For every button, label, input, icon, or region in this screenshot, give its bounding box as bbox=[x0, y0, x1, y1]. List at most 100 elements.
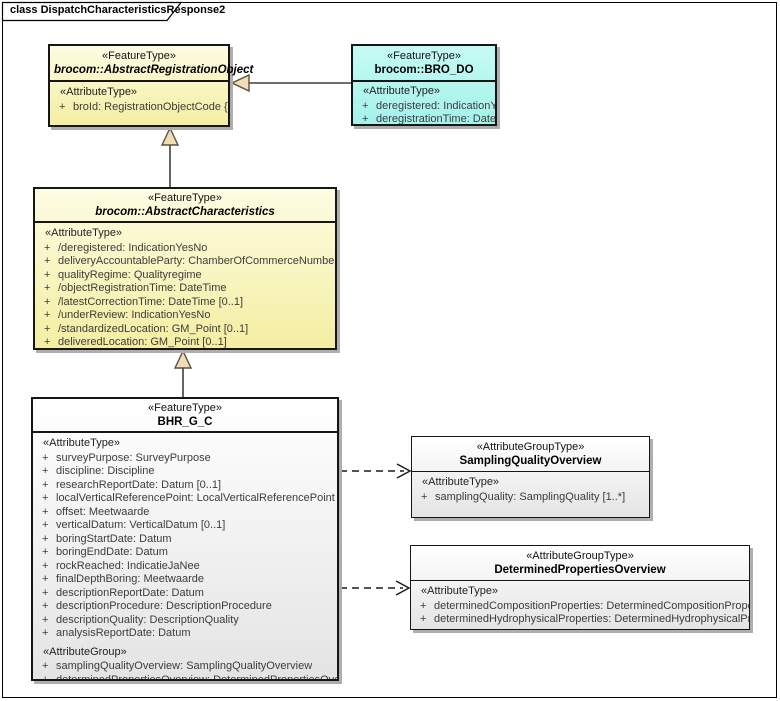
attribute-row: + /underReview: IndicationYesNo bbox=[43, 309, 331, 323]
attribute-text: surveyPurpose: SurveyPurpose bbox=[56, 451, 211, 464]
attribute-text: determinedPropertiesOverview: Determined… bbox=[56, 674, 337, 680]
visibility-marker: + bbox=[42, 627, 49, 639]
visibility-marker: + bbox=[44, 268, 51, 281]
attribute-row: + samplingQuality: SamplingQuality [1..*… bbox=[420, 491, 645, 505]
generalization-arrowhead bbox=[230, 73, 250, 93]
attribute-text: researchReportDate: Datum [0..1] bbox=[56, 478, 222, 491]
class-header: «FeatureType» brocom::AbstractCharacteri… bbox=[35, 189, 335, 223]
attribute-group-stereotype: «AttributeType» bbox=[43, 437, 121, 449]
class-box-bro-do[interactable]: «FeatureType» brocom::BRO_DO «AttributeT… bbox=[351, 44, 497, 126]
attribute-text: offset: Meetwaarde bbox=[56, 505, 150, 518]
attribute-row: + offset: Meetwaarde bbox=[41, 506, 333, 520]
attribute-row: + deliveredLocation: GM_Point [0..1] bbox=[43, 336, 331, 348]
attribute-row: + determinedPropertiesOverview: Determin… bbox=[41, 674, 337, 680]
attribute-row: + samplingQualityOverview: SamplingQuali… bbox=[41, 660, 333, 674]
class-box-sampling-quality-overview[interactable]: «AttributeGroupType» SamplingQualityOver… bbox=[411, 436, 650, 518]
attribute-row: + determinedHydrophysicalProperties: Det… bbox=[419, 613, 749, 627]
attribute-row: + descriptionProcedure: DescriptionProce… bbox=[41, 600, 333, 614]
attribute-group-stereotype: «AttributeType» bbox=[422, 476, 500, 488]
attribute-row: + /standardizedLocation: GM_Point [0..1] bbox=[43, 323, 331, 337]
class-box-abstract-registration-object[interactable]: «FeatureType» brocom::AbstractRegistrati… bbox=[48, 44, 253, 127]
generalization-arrowhead bbox=[160, 126, 180, 146]
visibility-marker: + bbox=[44, 295, 51, 308]
class-stereotype: «FeatureType» bbox=[148, 192, 222, 204]
visibility-marker: + bbox=[420, 599, 427, 612]
visibility-marker: + bbox=[42, 505, 49, 518]
visibility-marker: + bbox=[44, 282, 51, 294]
diagram-tab-title: class DispatchCharacteristicsResponse2 bbox=[10, 4, 226, 16]
attribute-text: localVerticalReferencePoint: LocalVertic… bbox=[56, 492, 337, 504]
visibility-marker: + bbox=[42, 660, 49, 672]
class-stereotype: «AttributeGroupType» bbox=[476, 441, 585, 453]
class-attributes-compartment: «AttributeType» + broId: RegistrationObj… bbox=[50, 82, 228, 125]
visibility-marker: + bbox=[44, 309, 51, 321]
attribute-text: determinedCompositionProperties: Determi… bbox=[434, 599, 749, 612]
class-stereotype: «AttributeGroupType» bbox=[526, 550, 634, 562]
visibility-marker: + bbox=[59, 100, 66, 113]
class-box-determined-properties-overview[interactable]: «AttributeGroupType» DeterminedPropertie… bbox=[410, 545, 750, 630]
visibility-marker: + bbox=[42, 478, 49, 491]
class-box-bhr-g-c[interactable]: «FeatureType» BHR_G_C «AttributeType» + … bbox=[31, 397, 339, 681]
class-header: «FeatureType» BHR_G_C bbox=[33, 399, 337, 433]
dependency-bhr-to-dpo[interactable] bbox=[340, 580, 411, 596]
attribute-row: + boringStartDate: Datum bbox=[41, 533, 333, 547]
visibility-marker: + bbox=[42, 465, 49, 477]
visibility-marker: + bbox=[362, 113, 369, 124]
visibility-marker: + bbox=[41, 674, 56, 680]
attribute-row: + researchReportDate: Datum [0..1] bbox=[41, 479, 333, 493]
diagram-tab-shape bbox=[1, 1, 183, 22]
class-name: SamplingQualityOverview bbox=[459, 455, 602, 467]
attribute-row: + /deregistered: IndicationYesNo bbox=[43, 242, 331, 256]
attribute-text: samplingQualityOverview: SamplingQuality… bbox=[56, 660, 313, 672]
attribute-text: qualityRegime: Qualityregime bbox=[58, 268, 202, 281]
visibility-marker: + bbox=[42, 546, 49, 558]
visibility-marker: + bbox=[44, 241, 51, 254]
attribute-text: /latestCorrectionTime: DateTime [0..1] bbox=[58, 295, 244, 308]
attribute-text: deregistrationTime: Datetime bbox=[376, 113, 495, 124]
attribute-text: /deregistered: IndicationYesNo bbox=[58, 241, 208, 254]
attribute-row: + broId: RegistrationObjectCode {id} bbox=[58, 100, 228, 115]
attribute-row: + /latestCorrectionTime: DateTime [0..1] bbox=[43, 296, 331, 310]
attribute-text: samplingQuality: SamplingQuality [1..*] bbox=[435, 490, 626, 503]
class-attributes-compartment: «AttributeType» + surveyPurpose: SurveyP… bbox=[33, 433, 337, 679]
attribute-row: + finalDepthBoring: Meetwaarde bbox=[41, 573, 333, 587]
attribute-text: boringEndDate: Datum bbox=[56, 546, 168, 558]
class-stereotype: «FeatureType» bbox=[387, 50, 461, 62]
visibility-marker: + bbox=[44, 336, 51, 348]
visibility-marker: + bbox=[44, 255, 51, 267]
class-header: «AttributeGroupType» DeterminedPropertie… bbox=[411, 546, 749, 581]
attribute-row: + surveyPurpose: SurveyPurpose bbox=[41, 452, 333, 466]
class-stereotype: «FeatureType» bbox=[148, 402, 222, 414]
generalization-bhr-to-ac[interactable] bbox=[173, 349, 193, 397]
dependency-arrowhead bbox=[396, 463, 412, 479]
attribute-text: determinedHydrophysicalProperties: Deter… bbox=[434, 613, 749, 625]
visibility-marker: + bbox=[42, 532, 49, 545]
generalization-arrowhead bbox=[173, 349, 193, 369]
dependency-arrowhead bbox=[395, 580, 411, 596]
generalization-brodo-to-aro[interactable] bbox=[230, 73, 351, 93]
generalization-ac-to-aro[interactable] bbox=[160, 126, 180, 187]
class-attributes-compartment: «AttributeType» + determinedCompositionP… bbox=[411, 581, 749, 629]
class-header: «AttributeGroupType» SamplingQualityOver… bbox=[412, 437, 649, 472]
attribute-row: + descriptionReportDate: Datum bbox=[41, 587, 333, 601]
class-name: brocom::BRO_DO bbox=[374, 64, 474, 76]
class-attributes-compartment: «AttributeType» + deregistered: Indicati… bbox=[353, 82, 495, 124]
class-attributes-compartment: «AttributeType» + samplingQuality: Sampl… bbox=[412, 472, 649, 517]
attribute-row: + analysisReportDate: Datum bbox=[41, 627, 333, 641]
visibility-marker: + bbox=[421, 490, 428, 503]
attribute-text: verticalDatum: VerticalDatum [0..1] bbox=[56, 519, 226, 531]
attribute-text: deliveredLocation: GM_Point [0..1] bbox=[58, 336, 227, 348]
class-stereotype: «FeatureType» bbox=[102, 50, 176, 62]
dependency-bhr-to-sqo[interactable] bbox=[340, 463, 412, 479]
attribute-text: /standardizedLocation: GM_Point [0..1] bbox=[58, 322, 249, 335]
visibility-marker: + bbox=[362, 99, 369, 112]
attribute-text: broId: RegistrationObjectCode {id} bbox=[73, 100, 228, 113]
attribute-row: + rockReached: IndicatieJaNee bbox=[41, 560, 333, 574]
attribute-text: boringStartDate: Datum bbox=[56, 532, 172, 545]
attribute-row: + deregistered: IndicationYesNo bbox=[361, 99, 495, 114]
class-box-abstract-characteristics[interactable]: «FeatureType» brocom::AbstractCharacteri… bbox=[33, 187, 337, 350]
visibility-marker: + bbox=[44, 322, 51, 335]
visibility-marker: + bbox=[42, 451, 49, 464]
attribute-row: + discipline: Discipline bbox=[41, 465, 333, 479]
